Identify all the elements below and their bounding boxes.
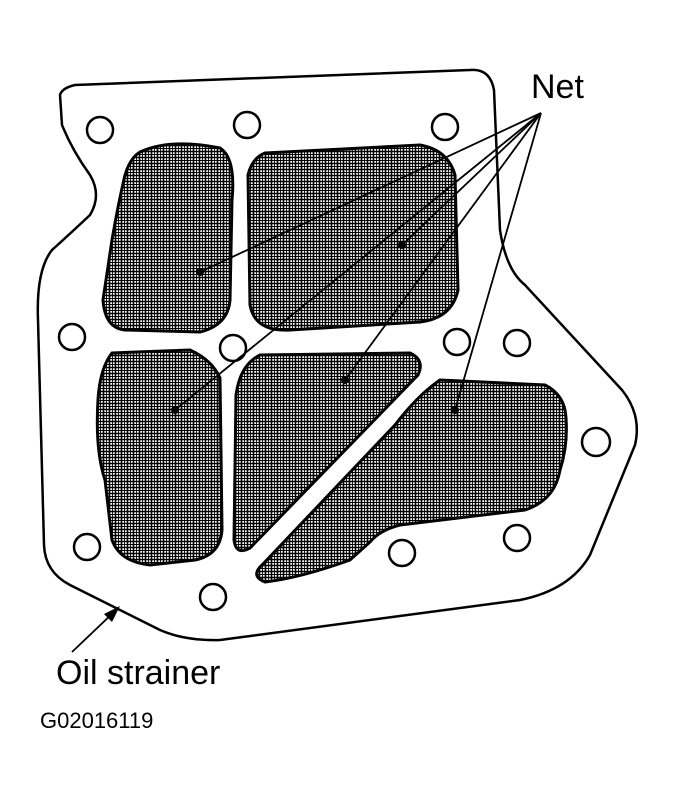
strainer-plate-outline xyxy=(36,68,639,642)
bolt-hole xyxy=(218,333,248,363)
leader-line xyxy=(174,112,542,411)
leader-dot xyxy=(341,376,349,384)
leader-line xyxy=(344,112,542,381)
leader-line xyxy=(401,112,542,246)
net-panels xyxy=(95,142,568,584)
bolt-hole xyxy=(198,582,228,612)
net-panel-top-right xyxy=(246,143,460,332)
leader-dots xyxy=(171,241,459,414)
leader-line xyxy=(199,112,542,273)
oil-strainer-label: Oil strainer xyxy=(56,654,221,692)
leader-dot xyxy=(171,406,179,414)
oil-strainer-arrow xyxy=(71,606,120,653)
bolt-hole xyxy=(57,322,87,352)
net-leader-lines xyxy=(174,112,542,411)
bolt-hole xyxy=(442,327,472,357)
figure-id: G02016119 xyxy=(40,708,154,733)
leader-dot xyxy=(398,241,406,249)
bolt-hole xyxy=(430,112,460,142)
bolt-hole xyxy=(387,538,417,568)
bolt-hole xyxy=(580,426,612,458)
bolt-holes xyxy=(57,110,612,612)
leader-line xyxy=(454,112,542,411)
net-panel-top-left xyxy=(101,142,235,334)
leader-dot xyxy=(451,406,459,414)
bolt-hole xyxy=(85,115,115,145)
net-panel-mid-left xyxy=(95,348,224,567)
bolt-hole xyxy=(502,328,532,358)
net-panel-center-triangle xyxy=(232,351,422,553)
net-label: Net xyxy=(531,68,584,106)
arrow-head-icon xyxy=(104,606,120,622)
bolt-hole xyxy=(502,523,532,553)
net-panel-right xyxy=(255,378,568,584)
leader-dot xyxy=(196,268,204,276)
bolt-hole xyxy=(72,532,102,562)
bolt-hole xyxy=(232,110,262,140)
